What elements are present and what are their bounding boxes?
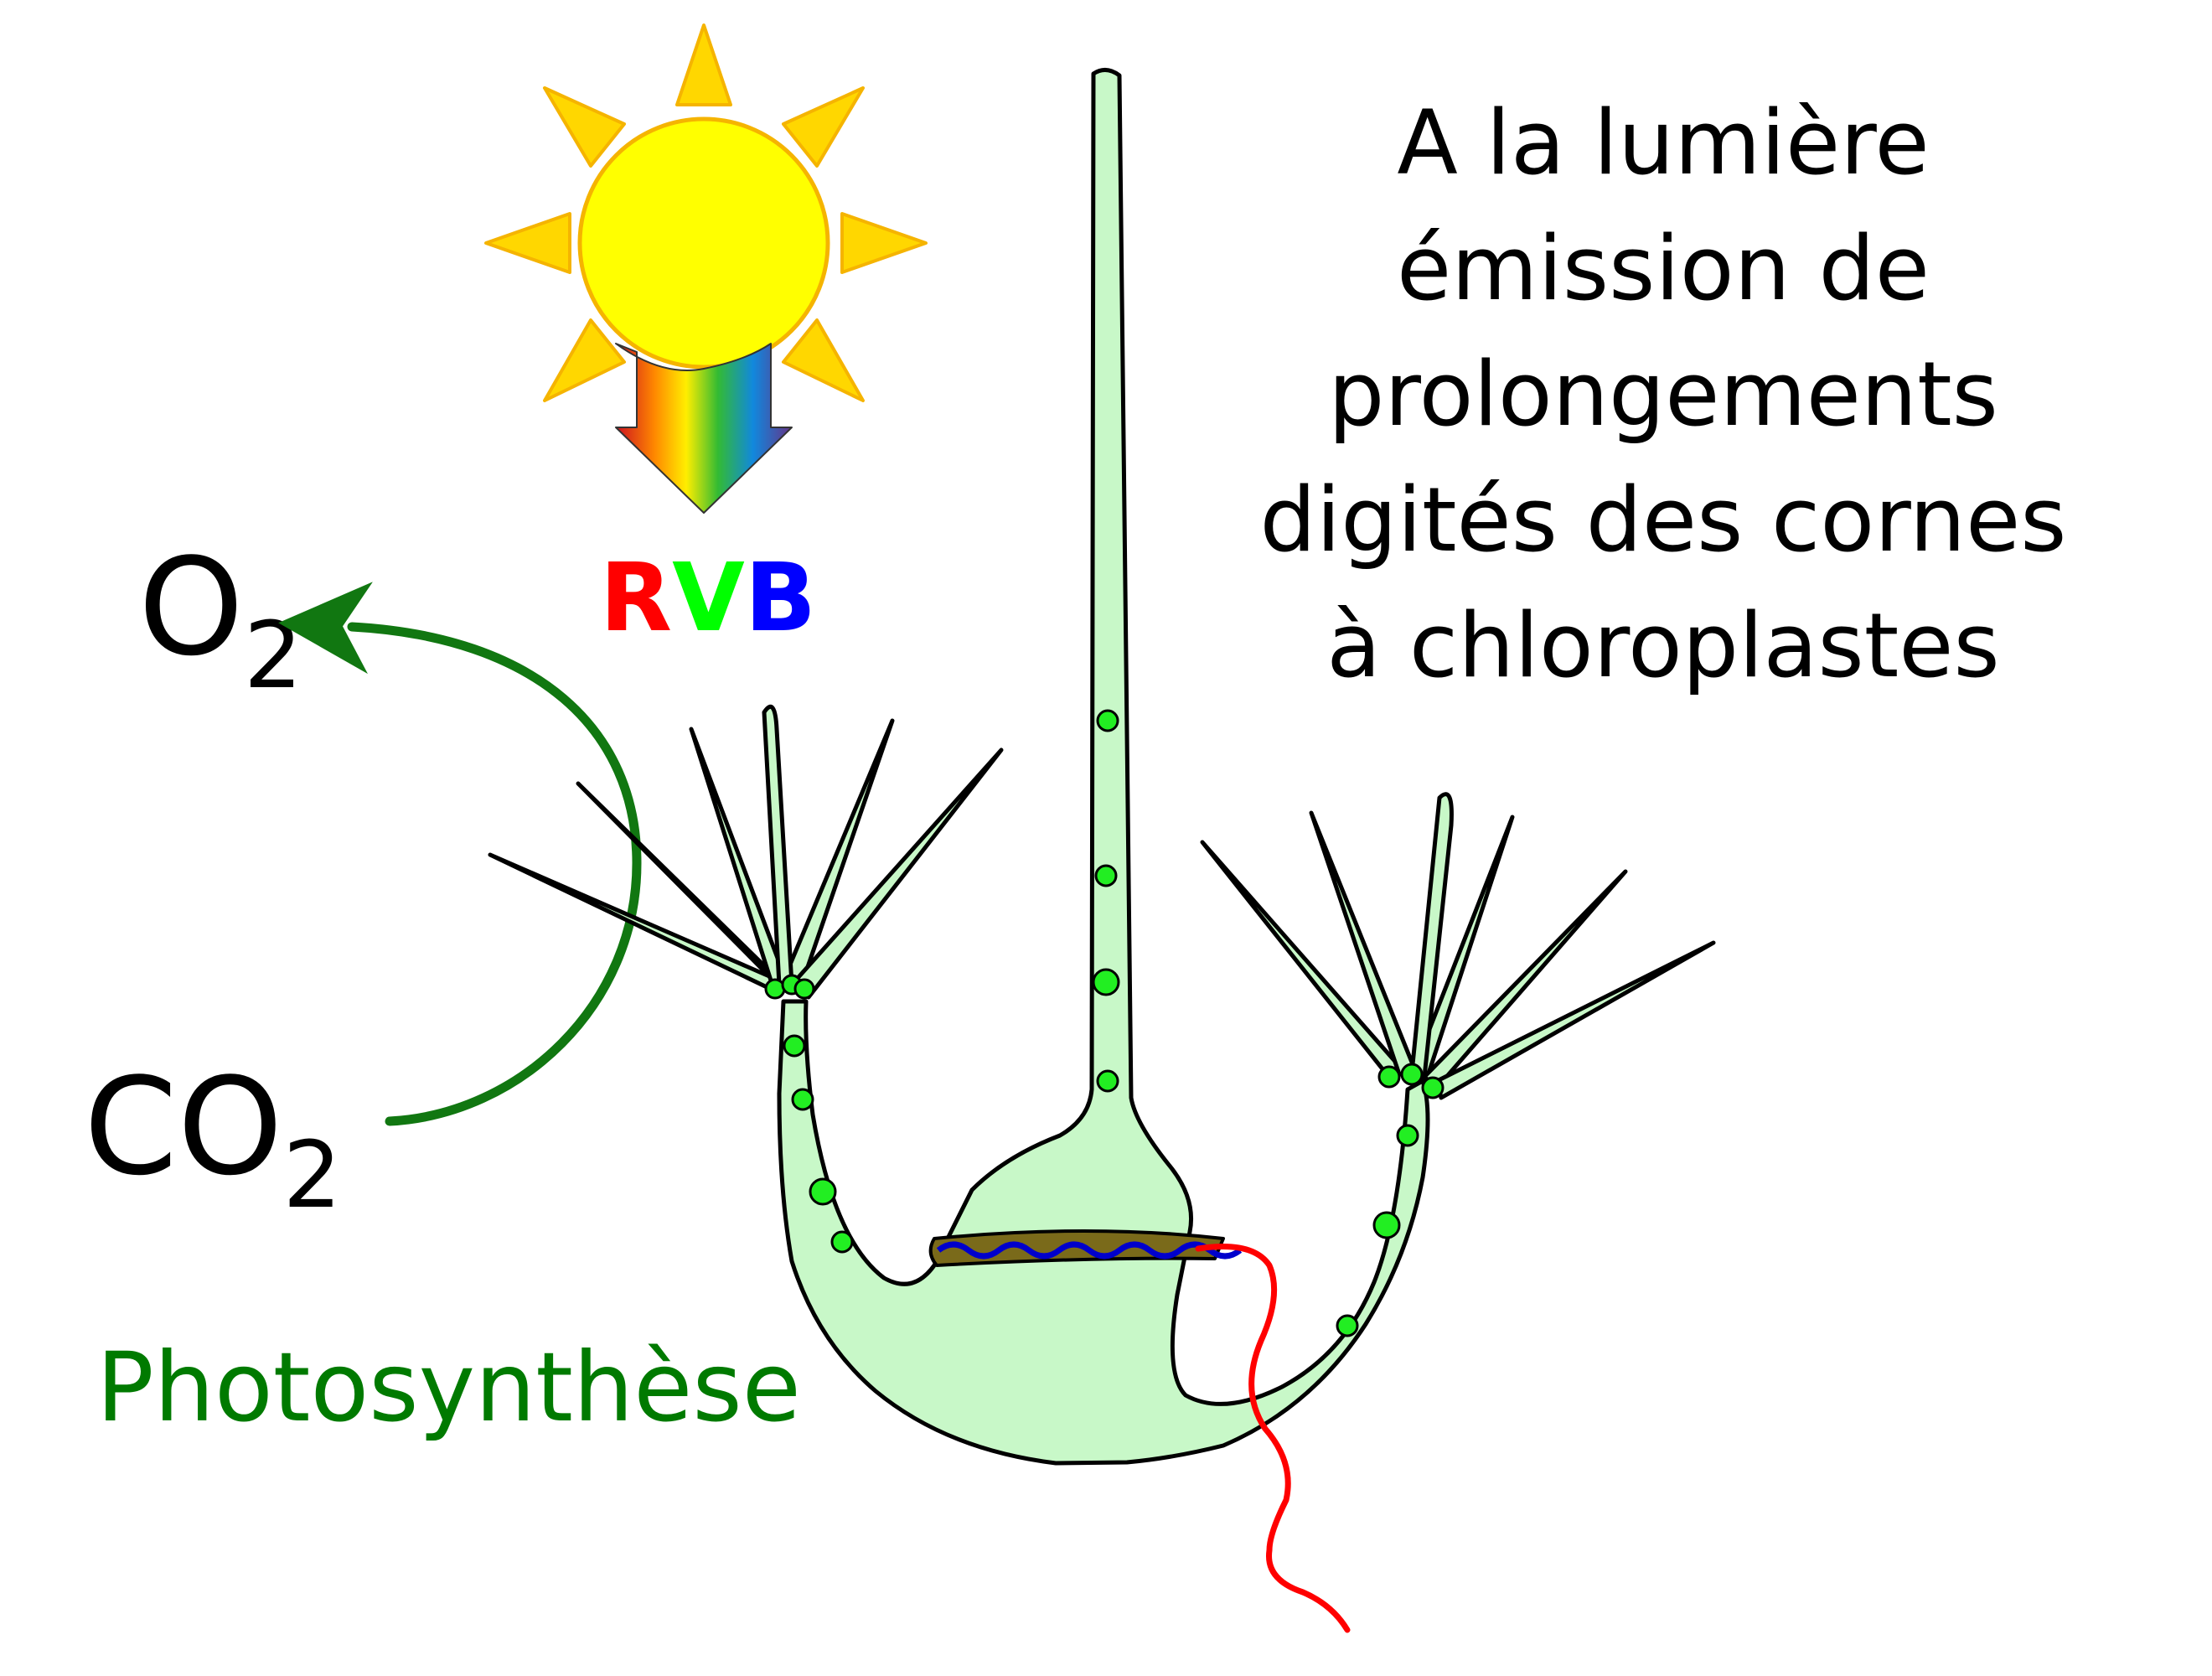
title-line-4: digités des cornes bbox=[1259, 468, 2066, 572]
sun-icon bbox=[484, 23, 928, 402]
longitudinal-flagellum bbox=[1195, 1244, 1351, 1633]
rgb-b: B bbox=[745, 544, 816, 653]
o2-subscript: 2 bbox=[244, 602, 302, 709]
rgb-v: V bbox=[672, 544, 745, 653]
chloroplast bbox=[1092, 968, 1120, 996]
o2-label: O2 bbox=[138, 529, 302, 709]
chloroplast bbox=[791, 1088, 814, 1111]
left-digitations bbox=[488, 704, 1004, 1000]
chloroplast bbox=[764, 978, 786, 1000]
chloroplast bbox=[1096, 709, 1119, 732]
chloroplasts bbox=[764, 709, 1445, 1337]
transverse-flagellum bbox=[936, 1241, 1243, 1260]
gas-exchange-arrow bbox=[278, 582, 642, 1126]
title-line-5: à chloroplastes bbox=[1326, 594, 1999, 697]
right-digitations bbox=[1200, 792, 1716, 1100]
chloroplast bbox=[1096, 1069, 1119, 1093]
title-line-3: prolongements bbox=[1328, 343, 1998, 446]
chloroplast bbox=[1421, 1076, 1445, 1099]
chloroplast bbox=[1400, 1063, 1424, 1086]
chloroplast bbox=[1377, 1065, 1401, 1089]
chloroplast bbox=[809, 1177, 837, 1206]
co2-label: CO2 bbox=[84, 1048, 342, 1229]
sun-rays bbox=[484, 23, 928, 402]
title-line-1: A la lumière bbox=[1397, 91, 1929, 194]
photosynthesis-label: Photosynthèse bbox=[96, 1332, 801, 1443]
co2-subscript: 2 bbox=[283, 1121, 342, 1229]
chloroplast bbox=[1396, 1124, 1419, 1147]
chloroplast bbox=[1336, 1314, 1359, 1337]
cell bbox=[488, 68, 1716, 1466]
sun-disc bbox=[577, 116, 830, 370]
rgb-r: R bbox=[600, 544, 672, 653]
chloroplast bbox=[830, 1230, 854, 1254]
rgb-label: RVB bbox=[600, 544, 816, 653]
light-spectrum-arrow bbox=[615, 343, 793, 514]
title-block: A la lumière émission de prolongements d… bbox=[1259, 91, 2066, 697]
chloroplast bbox=[1372, 1211, 1401, 1239]
cell-body bbox=[777, 68, 1430, 1466]
chloroplast bbox=[1094, 864, 1118, 887]
chloroplast bbox=[793, 978, 815, 1000]
chloroplast bbox=[783, 1034, 806, 1058]
title-line-2: émission de bbox=[1397, 217, 1930, 320]
